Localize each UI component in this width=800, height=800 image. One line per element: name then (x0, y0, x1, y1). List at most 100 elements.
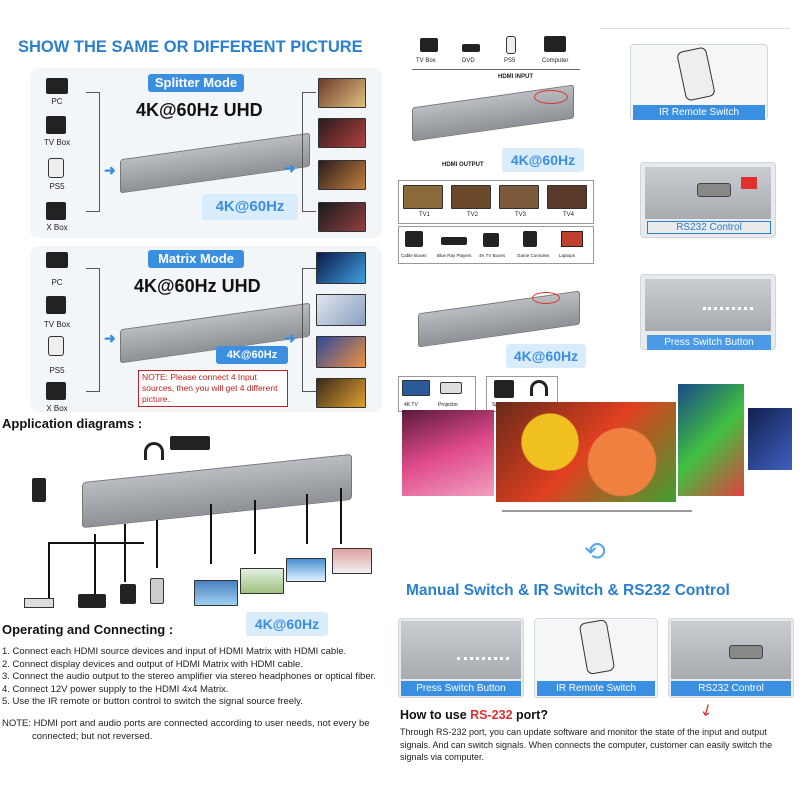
refresh-icon: ⟲ (584, 536, 606, 566)
step-item: 3. Connect the audio output to the stere… (2, 671, 376, 682)
device-label: Laptops (559, 253, 576, 258)
tv-screen (316, 336, 366, 368)
tv-screen (402, 380, 430, 396)
device-corner (645, 279, 771, 331)
device-label: Blue Ray Players (437, 253, 472, 258)
source-label: PS5 (504, 58, 516, 64)
feature-caption: RS232 Control (647, 221, 771, 234)
xbox-icon (46, 382, 66, 400)
rs232-body: Through RS-232 port, you can update soft… (400, 727, 773, 762)
hdmi-cable (254, 500, 256, 554)
tv-screen (318, 160, 366, 190)
source-label: TV Box (43, 320, 71, 329)
hdmi-cable (156, 520, 158, 568)
console-icon (523, 231, 537, 247)
manual-card-press: Press Switch Button (398, 618, 524, 698)
remote-icon (578, 618, 616, 676)
matrix-device (82, 453, 352, 529)
step-item: 1. Connect each HDMI source devices and … (2, 646, 347, 657)
matrix-mode-label: Matrix Mode (148, 250, 244, 268)
pc-tower-icon (150, 578, 164, 604)
arrow-icon: ➜ (284, 330, 296, 346)
step-item: 2. Connect display devices and output of… (2, 658, 303, 670)
rs232-heading: How to use RS-232 port? (400, 708, 548, 722)
button-dots (703, 307, 753, 311)
topright-diagram: TV Box DVD PS5 Computer HDMI INPUT HDMI … (398, 30, 594, 414)
feature-caption: IR Remote Switch (633, 105, 765, 120)
matrix-note: NOTE: Please connect 4 Input sources, th… (138, 370, 288, 407)
headphone-icon (530, 380, 548, 396)
matrix-panel: Matrix Mode 4K@60Hz UHD PC TV Box PS5 X … (30, 246, 382, 413)
manual-card-rs232: RS232 Control (668, 618, 794, 698)
tv-box-icon (420, 38, 438, 52)
tv-screen (286, 558, 326, 582)
splitter-mode-label: Splitter Mode (148, 74, 244, 92)
highlight-ring (532, 292, 560, 304)
computer-icon (544, 36, 566, 52)
tv-screen (499, 185, 539, 209)
dvd-icon (78, 594, 106, 608)
tv-panel-fruit (496, 402, 676, 502)
speaker-icon (494, 380, 514, 398)
button-dots (457, 657, 509, 661)
dvd-icon (462, 44, 480, 52)
splitter-badge: 4K@60Hz (202, 194, 298, 220)
splitter-panel: Splitter Mode 4K@60Hz UHD PC TV Box PS5 … (30, 68, 382, 238)
operating-title: Operating and Connecting : (2, 622, 174, 637)
device-label: Game Consoles (517, 253, 550, 258)
tv-box-icon (483, 233, 499, 247)
step-item: 4. Connect 12V power supply to the HDMI … (2, 683, 229, 695)
app-diagram (20, 434, 380, 614)
tv-screen (403, 185, 443, 209)
output-bracket (302, 92, 316, 212)
rs232-heading-prefix: How to use (400, 708, 471, 722)
output-label: 4K TV (404, 402, 418, 408)
source-label: PC (51, 278, 63, 287)
press-button-card: Press Switch Button (640, 274, 776, 350)
rs232-card: RS232 Control (640, 162, 776, 238)
blue-ray-icon (441, 237, 467, 245)
tv-screen (547, 185, 587, 209)
source-label: Computer (542, 58, 569, 64)
pointer-arrow-icon: ↙ (696, 699, 718, 722)
manual-caption: RS232 Control (671, 681, 791, 696)
tv-screen (316, 378, 366, 408)
hdmi-output-label: HDMI OUTPUT (442, 162, 484, 168)
hdmi-cable (124, 524, 126, 582)
dip-switch-icon (741, 177, 757, 189)
tv-label: TV4 (563, 212, 575, 218)
source-label: X Box (46, 404, 68, 413)
source-label: PC (51, 97, 63, 106)
source-label: PS5 (49, 366, 65, 375)
side-divider (600, 28, 790, 29)
splitter-resolution: 4K@60Hz UHD (136, 100, 263, 120)
tv-box-icon (46, 296, 66, 314)
feature-caption: Press Switch Button (647, 335, 771, 350)
headline: SHOW THE SAME OR DIFFERENT PICTURE (18, 38, 363, 56)
topright-badge-1: 4K@60Hz (502, 148, 584, 172)
tv-label: TV1 (419, 212, 431, 218)
output-bracket (302, 268, 316, 392)
rs232-heading-suffix: port? (512, 708, 548, 722)
source-label: TV Box (43, 138, 71, 147)
tv-panel-portrait (748, 408, 792, 470)
device-label: Cable Boxes (401, 253, 427, 258)
manual-title: Manual Switch & IR Switch & RS232 Contro… (406, 582, 730, 599)
hdmi-cable (48, 542, 144, 602)
serial-port-icon (729, 645, 763, 659)
tv-screen (316, 294, 366, 326)
manual-caption: Press Switch Button (401, 681, 521, 696)
tv-box-icon (46, 116, 66, 134)
cable-box-icon (405, 231, 423, 247)
source-bracket (86, 268, 100, 392)
arrow-icon: ➜ (104, 330, 116, 346)
manual-card-ir: IR Remote Switch (534, 618, 658, 698)
tv-screen (318, 202, 366, 232)
device-row: Cable Boxes Blue Ray Players 4K TV Boxes… (398, 226, 594, 264)
rs232-heading-highlight: RS-232 (470, 708, 513, 722)
topright-badge-2: 4K@60Hz (506, 344, 586, 368)
tv-panel-leaf (678, 384, 744, 496)
source-label: TV Box (416, 58, 436, 64)
serial-port-icon (697, 183, 731, 197)
source-label: DVD (462, 58, 475, 64)
